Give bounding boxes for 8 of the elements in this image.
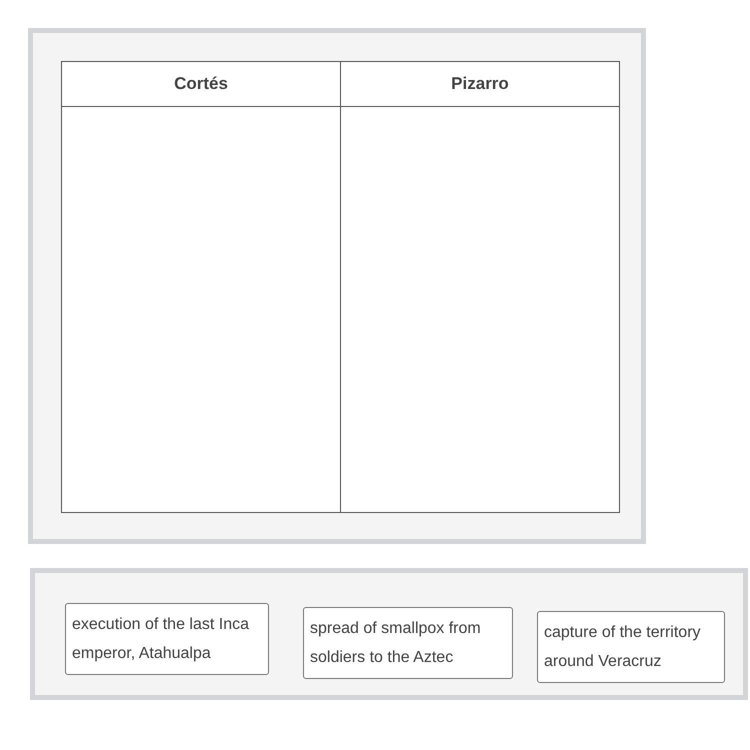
drag-card: execution of the last Inca emperor, Atahualpa [65, 603, 269, 675]
drop-panel [28, 28, 646, 544]
drag-card: spread of smallpox from soldiers to the Aztec [303, 607, 513, 679]
drag-card: capture of the territory around Veracruz [537, 611, 725, 683]
column-header: Pizarro [341, 62, 619, 107]
table-column [61, 61, 341, 513]
table-column [340, 61, 620, 513]
card-tray [30, 568, 748, 700]
